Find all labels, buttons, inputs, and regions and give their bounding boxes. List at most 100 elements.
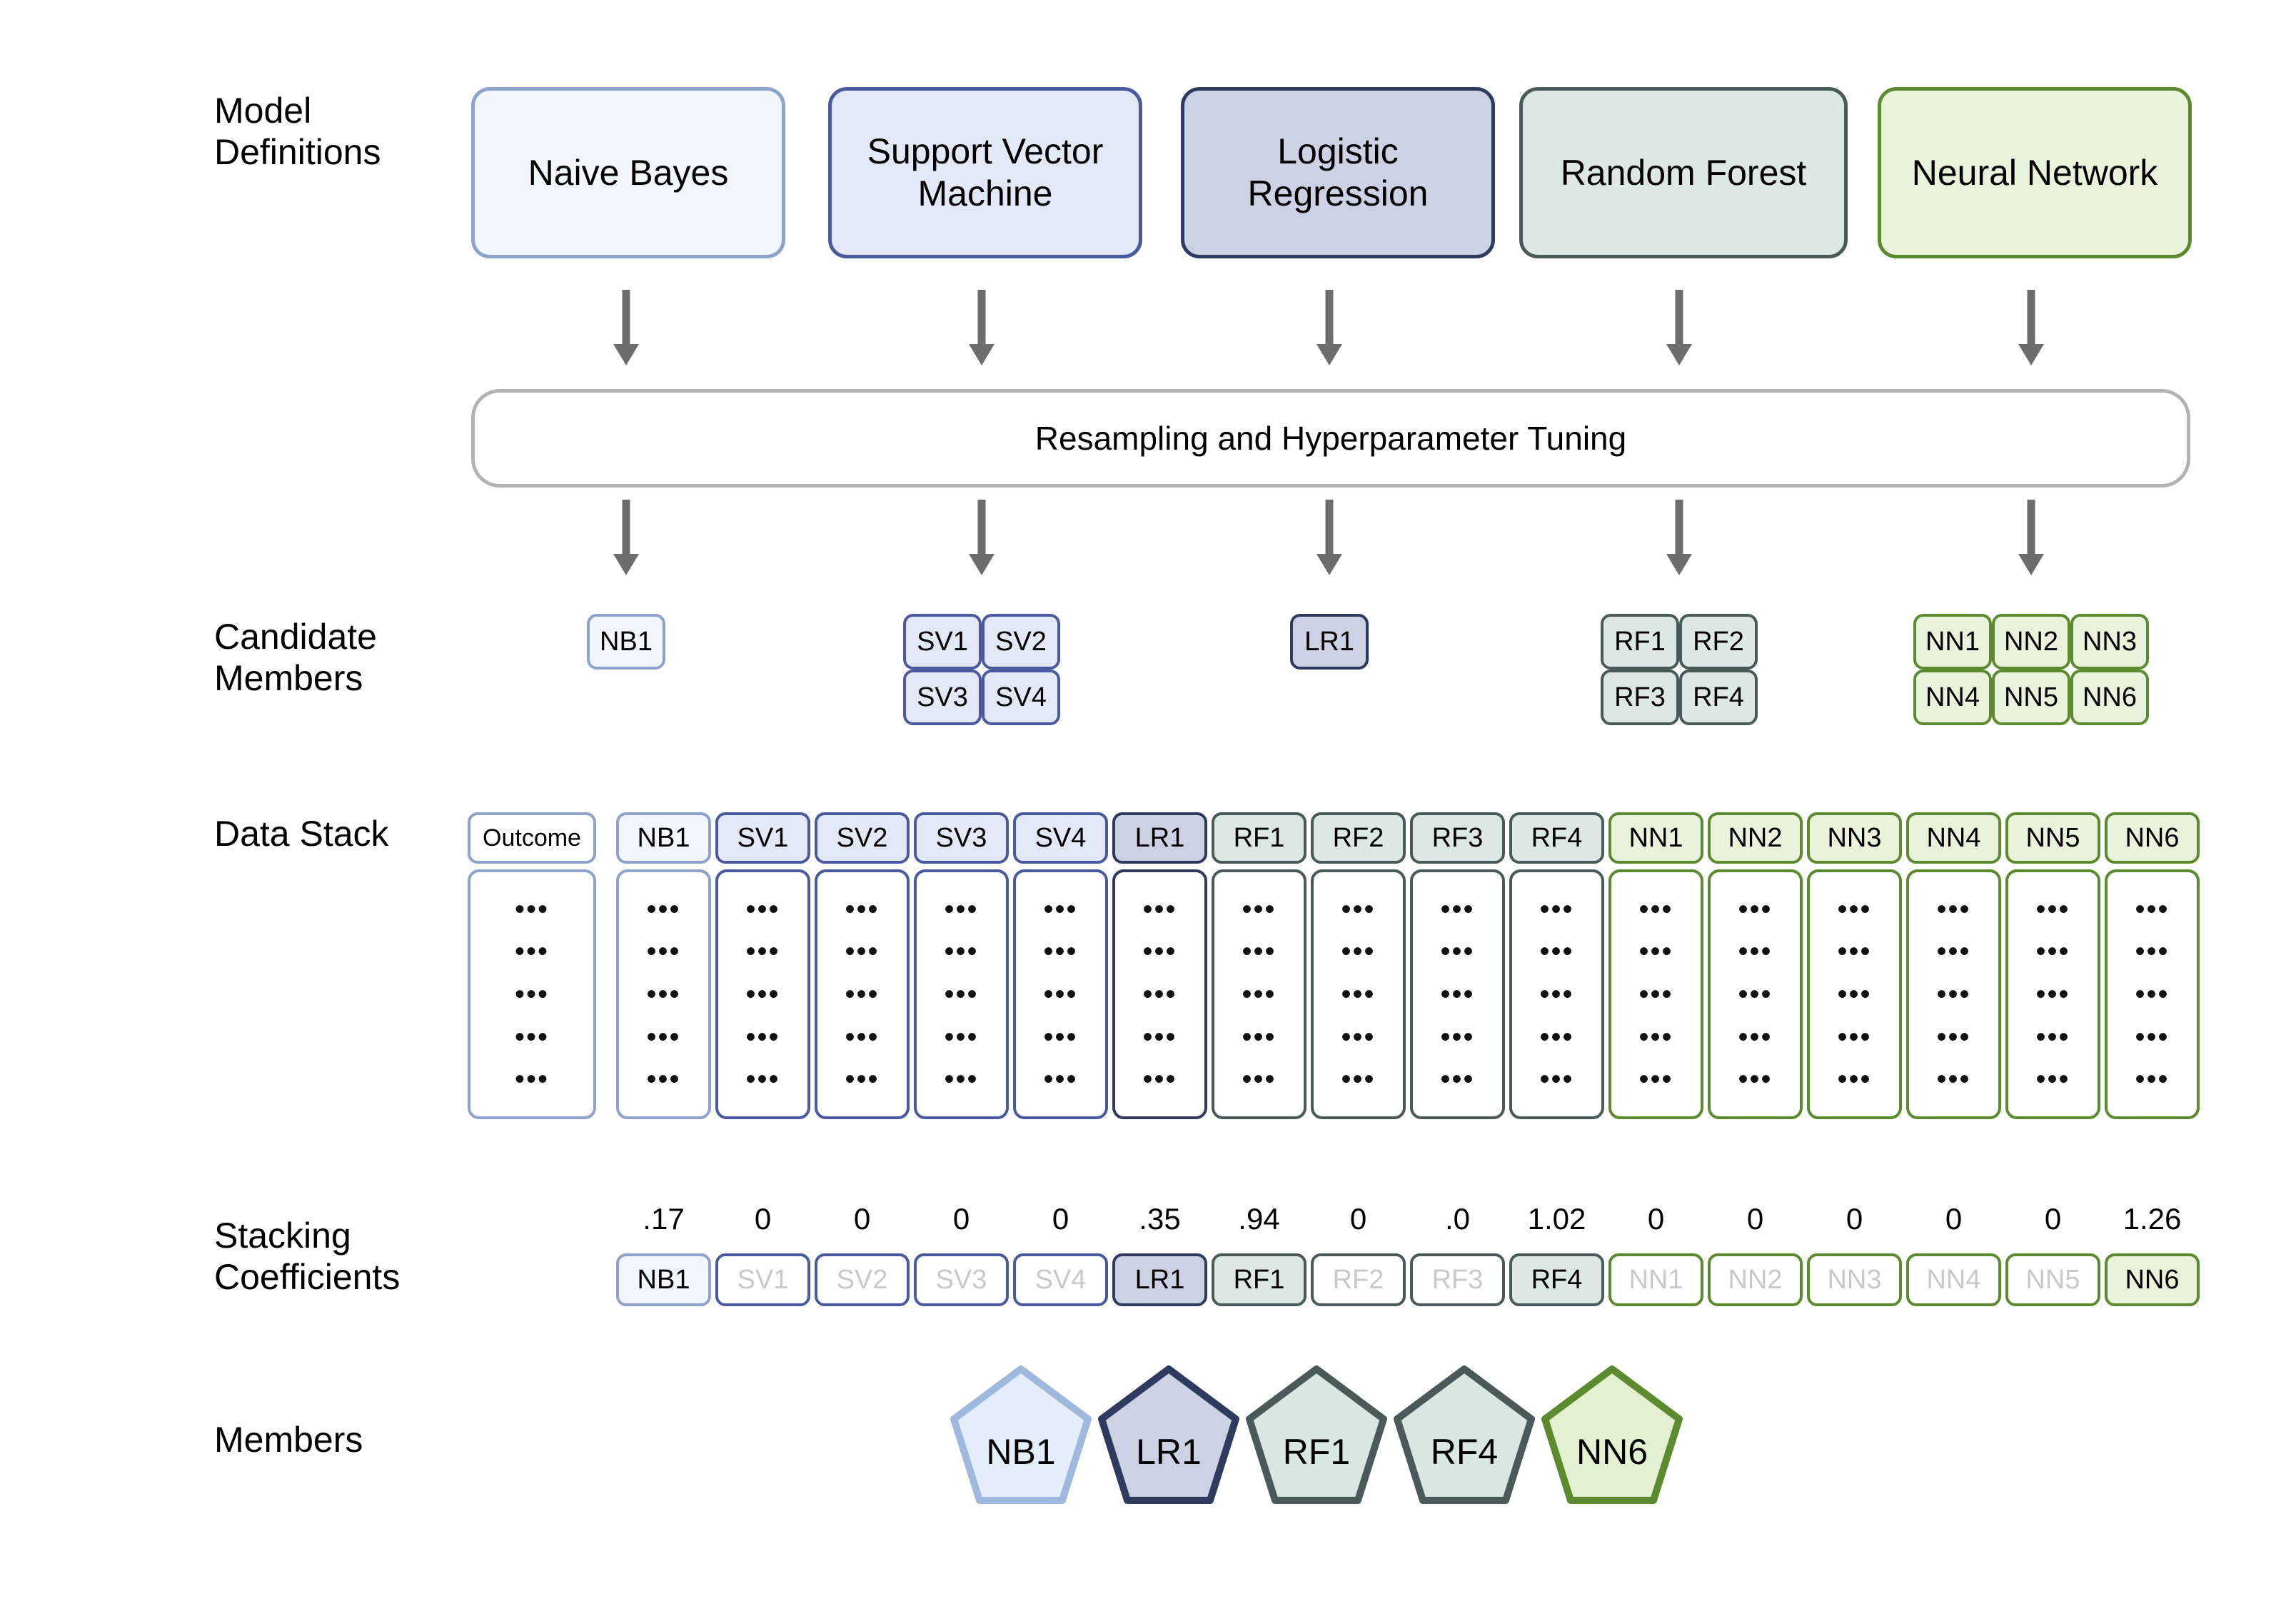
- model-box-support-vector-machine[interactable]: Support Vector Machine: [828, 87, 1142, 258]
- data-stack-cell: •••: [2035, 978, 2070, 1010]
- data-stack-header-label: SV4: [1034, 822, 1087, 853]
- coefficient-chip-rf2[interactable]: RF2: [1311, 1253, 1406, 1306]
- candidate-chip-sv3[interactable]: SV3: [903, 670, 982, 725]
- data-stack-header-label: NN5: [2025, 822, 2080, 853]
- data-stack-cell: •••: [1638, 978, 1673, 1010]
- member-pentagon-nn6[interactable]: NN6: [1541, 1365, 1683, 1507]
- data-stack-header-lr1: LR1: [1112, 812, 1207, 864]
- coefficient-chip-sv3[interactable]: SV3: [914, 1253, 1009, 1306]
- candidate-chip-nn2[interactable]: NN2: [1992, 614, 2070, 670]
- data-stack-cell: •••: [1738, 893, 1773, 925]
- coefficient-value-nb1: .17: [643, 1202, 685, 1236]
- candidate-chip-rf2[interactable]: RF2: [1679, 614, 1758, 670]
- candidate-chip-sv1[interactable]: SV1: [903, 614, 982, 670]
- data-stack-cell: •••: [1341, 1064, 1376, 1096]
- data-stack-column-lr1: •••••••••••••••: [1112, 869, 1207, 1119]
- member-pentagon-label: RF4: [1430, 1432, 1499, 1472]
- data-stack-cell: •••: [2035, 936, 2070, 968]
- coefficient-chip-label: SV3: [935, 1264, 987, 1295]
- arrow-down-icon: [613, 500, 639, 575]
- coefficient-chip-sv1[interactable]: SV1: [715, 1253, 810, 1306]
- coefficient-value-nn6: 1.26: [2123, 1202, 2182, 1236]
- data-stack-cell: •••: [1341, 893, 1376, 925]
- data-stack-header-sv4: SV4: [1013, 812, 1108, 864]
- coefficient-value-sv1: 0: [754, 1202, 772, 1236]
- data-stack-cell: •••: [1440, 1064, 1475, 1096]
- data-stack-cell: •••: [1738, 936, 1773, 968]
- data-stack-header-label: NN4: [1926, 822, 1981, 853]
- candidate-chip-nn5[interactable]: NN5: [1992, 670, 2070, 725]
- data-stack-cell: •••: [1936, 893, 1971, 925]
- coefficient-value-rf2: 0: [1349, 1202, 1367, 1236]
- data-stack-cell: •••: [845, 978, 880, 1010]
- member-pentagon-lr1[interactable]: LR1: [1097, 1365, 1240, 1507]
- coefficient-chip-rf4[interactable]: RF4: [1509, 1253, 1604, 1306]
- member-pentagon-nb1[interactable]: NB1: [950, 1365, 1092, 1507]
- arrow-down-icon: [1666, 500, 1692, 575]
- data-stack-header-nn2: NN2: [1708, 812, 1803, 864]
- data-stack-cell: •••: [1539, 893, 1574, 925]
- coefficient-chip-rf3[interactable]: RF3: [1410, 1253, 1505, 1306]
- coefficient-chip-lr1[interactable]: LR1: [1112, 1253, 1207, 1306]
- data-stack-cell: •••: [1440, 1021, 1475, 1053]
- candidate-chip-nn3[interactable]: NN3: [2070, 614, 2149, 670]
- candidate-chip-sv2[interactable]: SV2: [982, 614, 1060, 670]
- model-box-random-forest[interactable]: Random Forest: [1519, 87, 1848, 258]
- data-stack-column-nn5: •••••••••••••••: [2005, 869, 2100, 1119]
- resampling-tuning-bar[interactable]: Resampling and Hyperparameter Tuning: [471, 389, 2190, 488]
- candidate-chip-rf1[interactable]: RF1: [1601, 614, 1679, 670]
- coefficient-chip-nn6[interactable]: NN6: [2105, 1253, 2200, 1306]
- data-stack-column-nb1: •••••••••••••••: [616, 869, 711, 1119]
- candidate-chip-label: LR1: [1304, 626, 1354, 657]
- data-stack-cell: •••: [646, 1064, 681, 1096]
- coefficient-chip-nn4[interactable]: NN4: [1906, 1253, 2001, 1306]
- candidate-chip-sv4[interactable]: SV4: [982, 670, 1060, 725]
- data-stack-column-rf3: •••••••••••••••: [1410, 869, 1505, 1119]
- pentagon-icon: [1394, 1365, 1535, 1504]
- candidate-chip-nn4[interactable]: NN4: [1913, 670, 1992, 725]
- coefficient-chip-sv4[interactable]: SV4: [1013, 1253, 1108, 1306]
- coefficient-chip-nn3[interactable]: NN3: [1807, 1253, 1902, 1306]
- data-stack-cell: •••: [1043, 1021, 1078, 1053]
- coefficient-chip-nb1[interactable]: NB1: [616, 1253, 711, 1306]
- member-pentagon-rf4[interactable]: RF4: [1393, 1365, 1536, 1507]
- data-stack-cell: •••: [1142, 1021, 1177, 1053]
- data-stack-column-rf1: •••••••••••••••: [1212, 869, 1306, 1119]
- data-stack-cell: •••: [1936, 1021, 1971, 1053]
- data-stack-header-label: LR1: [1134, 822, 1185, 853]
- candidate-chip-label: SV3: [917, 682, 968, 712]
- candidate-chip-nn1[interactable]: NN1: [1913, 614, 1992, 670]
- model-box-label: Naive Bayes: [528, 152, 729, 193]
- data-stack-cell: •••: [745, 893, 780, 925]
- data-stack-column-nn1: •••••••••••••••: [1608, 869, 1703, 1119]
- coefficient-chip-sv2[interactable]: SV2: [815, 1253, 910, 1306]
- coefficient-chip-label: NN4: [1926, 1264, 1981, 1295]
- candidate-chip-rf4[interactable]: RF4: [1679, 670, 1758, 725]
- candidate-chip-nn6[interactable]: NN6: [2070, 670, 2149, 725]
- data-stack-header-label: SV2: [836, 822, 888, 853]
- model-box-logistic-regression[interactable]: Logistic Regression: [1181, 87, 1495, 258]
- data-stack-cell: •••: [1539, 1021, 1574, 1053]
- data-stack-cell: •••: [745, 1021, 780, 1053]
- data-stack-cell: •••: [1242, 1064, 1277, 1096]
- data-stack-cell: •••: [845, 1064, 880, 1096]
- candidate-chip-nb1[interactable]: NB1: [587, 614, 665, 670]
- model-box-neural-network[interactable]: Neural Network: [1878, 87, 2192, 258]
- data-stack-cell: •••: [646, 936, 681, 968]
- pentagon-icon: [1098, 1365, 1239, 1504]
- coefficient-chip-rf1[interactable]: RF1: [1212, 1253, 1306, 1306]
- coefficient-value-nn4: 0: [1945, 1202, 1963, 1236]
- data-stack-cell: •••: [1837, 936, 1872, 968]
- data-stack-header-sv1: SV1: [715, 812, 810, 864]
- coefficient-chip-nn1[interactable]: NN1: [1608, 1253, 1703, 1306]
- data-stack-cell: •••: [1539, 1064, 1574, 1096]
- candidate-chip-label: NN4: [1925, 682, 1980, 712]
- coefficient-chip-nn5[interactable]: NN5: [2005, 1253, 2100, 1306]
- candidate-chip-lr1[interactable]: LR1: [1290, 614, 1369, 670]
- member-pentagon-rf1[interactable]: RF1: [1245, 1365, 1388, 1507]
- coefficient-value-rf3: .0: [1444, 1202, 1471, 1236]
- candidate-chip-rf3[interactable]: RF3: [1601, 670, 1679, 725]
- row-label-members: Members: [214, 1420, 363, 1460]
- coefficient-chip-nn2[interactable]: NN2: [1708, 1253, 1803, 1306]
- model-box-naive-bayes[interactable]: Naive Bayes: [471, 87, 785, 258]
